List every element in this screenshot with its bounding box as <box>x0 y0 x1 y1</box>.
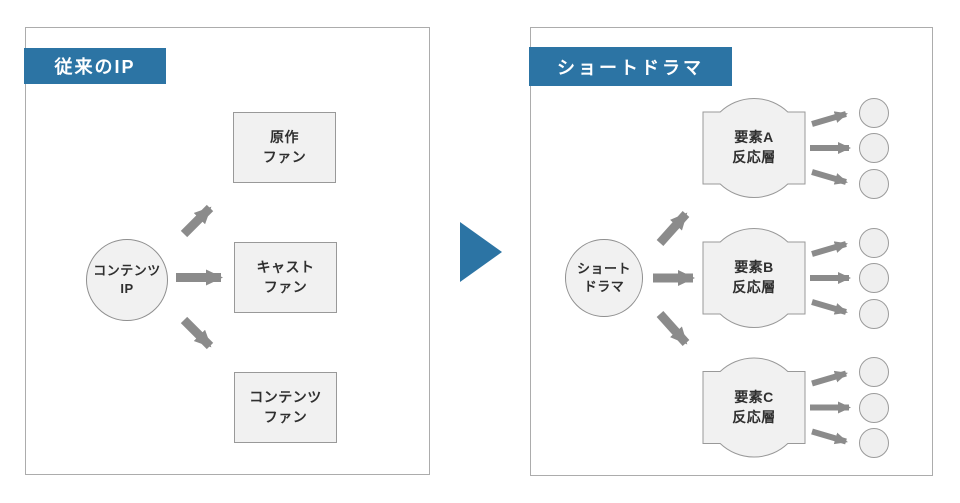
fan-box-cast-label: キャスト ファン <box>256 258 315 295</box>
fan-box-cast: キャスト ファン <box>234 242 337 313</box>
audience-node <box>859 392 889 423</box>
audience-node <box>859 263 889 293</box>
reaction-layer-b: 要素B 反応層 <box>703 242 805 314</box>
panel-traditional-ip <box>25 27 430 475</box>
fan-box-original: 原作 ファン <box>233 112 336 183</box>
short-drama-circle-label: ショート ドラマ <box>576 260 631 294</box>
reaction-layer-a-label: 要素A 反応層 <box>732 129 776 165</box>
audience-node <box>859 168 889 199</box>
fan-box-original-label: 原作 ファン <box>262 128 307 165</box>
audience-node <box>859 428 889 458</box>
audience-node <box>859 97 889 128</box>
short-drama-title: ショートドラマ <box>557 57 704 78</box>
reaction-layer-c: 要素C 反応層 <box>703 372 805 444</box>
reaction-layer-c-label: 要素C 反応層 <box>732 388 776 425</box>
fan-box-content: コンテンツ ファン <box>234 372 337 443</box>
traditional-ip-title: 従来のIP <box>54 57 136 77</box>
content-ip-label: コンテンツ IP <box>93 262 161 296</box>
fan-box-content-label: コンテンツ ファン <box>249 388 322 425</box>
content-ip-circle: コンテンツ IP <box>86 239 168 321</box>
audience-node <box>859 227 889 258</box>
transformation-arrow-icon <box>460 222 502 282</box>
traditional-ip-title-banner: 従来のIP <box>24 48 166 84</box>
reaction-layer-b-label: 要素B 反応層 <box>732 259 776 295</box>
audience-node <box>859 357 889 387</box>
short-drama-circle: ショート ドラマ <box>565 239 643 317</box>
audience-node <box>859 133 889 163</box>
short-drama-title-banner: ショートドラマ <box>529 47 732 86</box>
audience-node <box>859 298 889 329</box>
reaction-layer-a: 要素A 反応層 <box>703 112 805 184</box>
